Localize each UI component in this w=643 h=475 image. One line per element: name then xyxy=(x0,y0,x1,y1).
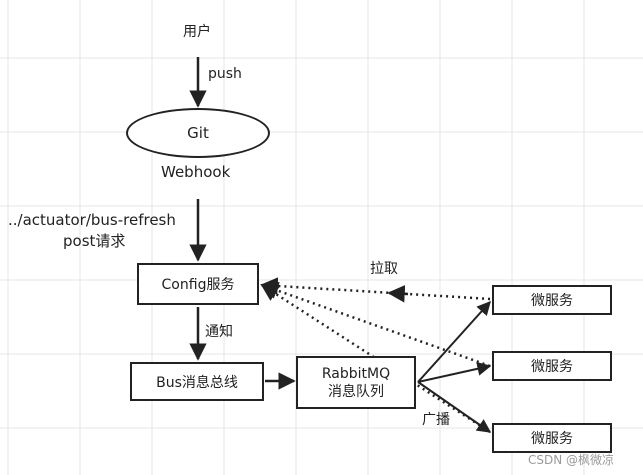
arrow-rabbitmq-to-service-3 xyxy=(417,381,492,433)
microservice-label-3: 微服务 xyxy=(531,431,573,447)
broadcast-label: 广播 xyxy=(422,412,450,428)
rabbitmq-name-label: RabbitMQ xyxy=(321,365,391,382)
pull-label: 拉取 xyxy=(370,261,398,277)
watermark: CSDN @枫微凉 xyxy=(528,453,615,467)
refresh-method-label: post请求 xyxy=(63,232,126,250)
webhook-label: Webhook xyxy=(161,163,231,181)
user-label: 用户 xyxy=(183,24,211,40)
bus-node: Bus消息总线 xyxy=(130,362,264,401)
dotted-arrow-service-1-to-config xyxy=(260,277,491,301)
push-label: push xyxy=(208,66,242,82)
microservice-label-2: 微服务 xyxy=(531,359,573,375)
config-service-node: Config服务 xyxy=(137,263,259,305)
rabbitmq-node: RabbitMQ 消息队列 xyxy=(296,356,416,409)
config-service-label: Config服务 xyxy=(161,277,235,293)
git-node: Git xyxy=(126,108,270,158)
arrow-rabbitmq-to-service-1 xyxy=(417,300,491,383)
notify-label: 通知 xyxy=(205,324,233,340)
microservice-node-1: 微服务 xyxy=(492,285,612,315)
dotted-arrow-service-2-to-config xyxy=(260,282,491,368)
git-label: Git xyxy=(187,124,209,142)
microservice-node-3: 微服务 xyxy=(492,423,612,453)
refresh-url-label: ../actuator/bus-refresh xyxy=(8,211,176,229)
bus-label: Bus消息总线 xyxy=(156,374,238,391)
arrow-rabbitmq-to-service-2 xyxy=(417,361,492,383)
rabbitmq-desc-label: 消息队列 xyxy=(328,383,384,400)
microservice-node-2: 微服务 xyxy=(492,351,612,381)
pull-arrow-marker xyxy=(387,285,409,303)
microservice-label-1: 微服务 xyxy=(531,293,573,309)
